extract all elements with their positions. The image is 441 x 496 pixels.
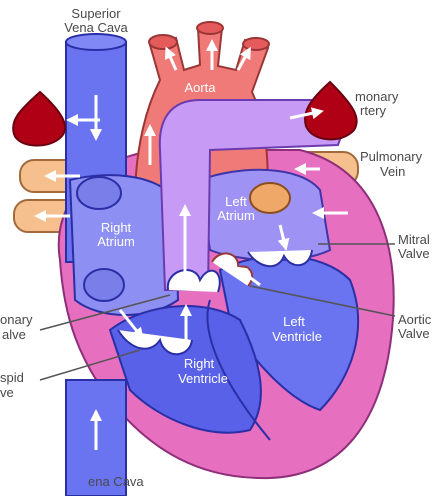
label-superior-vena-cava-1: Superior — [71, 6, 121, 21]
aorta-branch-3 — [243, 38, 269, 50]
label-tricuspid-valve-1: spid — [0, 370, 24, 385]
pulmonary-vein-opening — [250, 183, 290, 213]
label-right-atrium-1: Right — [101, 220, 132, 235]
aorta-branch-1 — [149, 35, 177, 49]
label-left-ventricle-2: Ventricle — [272, 329, 322, 344]
label-left-atrium-2: Atrium — [217, 208, 255, 223]
label-aorta: Aorta — [184, 80, 216, 95]
label-pulmonary-valve-1: onary — [0, 312, 33, 327]
pulmonary-artery-left — [305, 82, 357, 139]
label-mitral-valve-2: Valve — [398, 246, 430, 261]
label-pulmonary-vein-2: Vein — [380, 164, 405, 179]
pulmonary-artery-right — [13, 92, 65, 146]
label-left-atrium-1: Left — [225, 194, 247, 209]
label-aortic-valve-2: Valve — [398, 326, 430, 341]
label-right-ventricle-2: Ventricle — [178, 371, 228, 386]
inferior-vena-cava-opening — [84, 269, 124, 301]
label-pulmonary-vein-1: Pulmonary — [360, 149, 423, 164]
label-aortic-valve-1: Aortic — [398, 312, 432, 327]
label-right-atrium-2: Atrium — [97, 234, 135, 249]
label-left-ventricle-1: Left — [283, 314, 305, 329]
sinoatrial-node — [77, 177, 121, 209]
pulmonary-valve — [168, 270, 220, 292]
label-right-ventricle-1: Right — [184, 356, 215, 371]
label-superior-vena-cava-2: Vena Cava — [64, 20, 128, 35]
label-mitral-valve-1: Mitral — [398, 232, 430, 247]
label-pulmonary-valve-2: alve — [2, 327, 26, 342]
superior-vena-cava-opening — [66, 34, 126, 50]
label-pulmonary-artery-2: rtery — [360, 103, 387, 118]
label-inferior-vena-cava: ena Cava — [88, 474, 144, 489]
label-pulmonary-artery-1: monary — [355, 89, 399, 104]
aorta-branch-2 — [197, 22, 223, 34]
label-tricuspid-valve-2: ve — [0, 385, 14, 400]
